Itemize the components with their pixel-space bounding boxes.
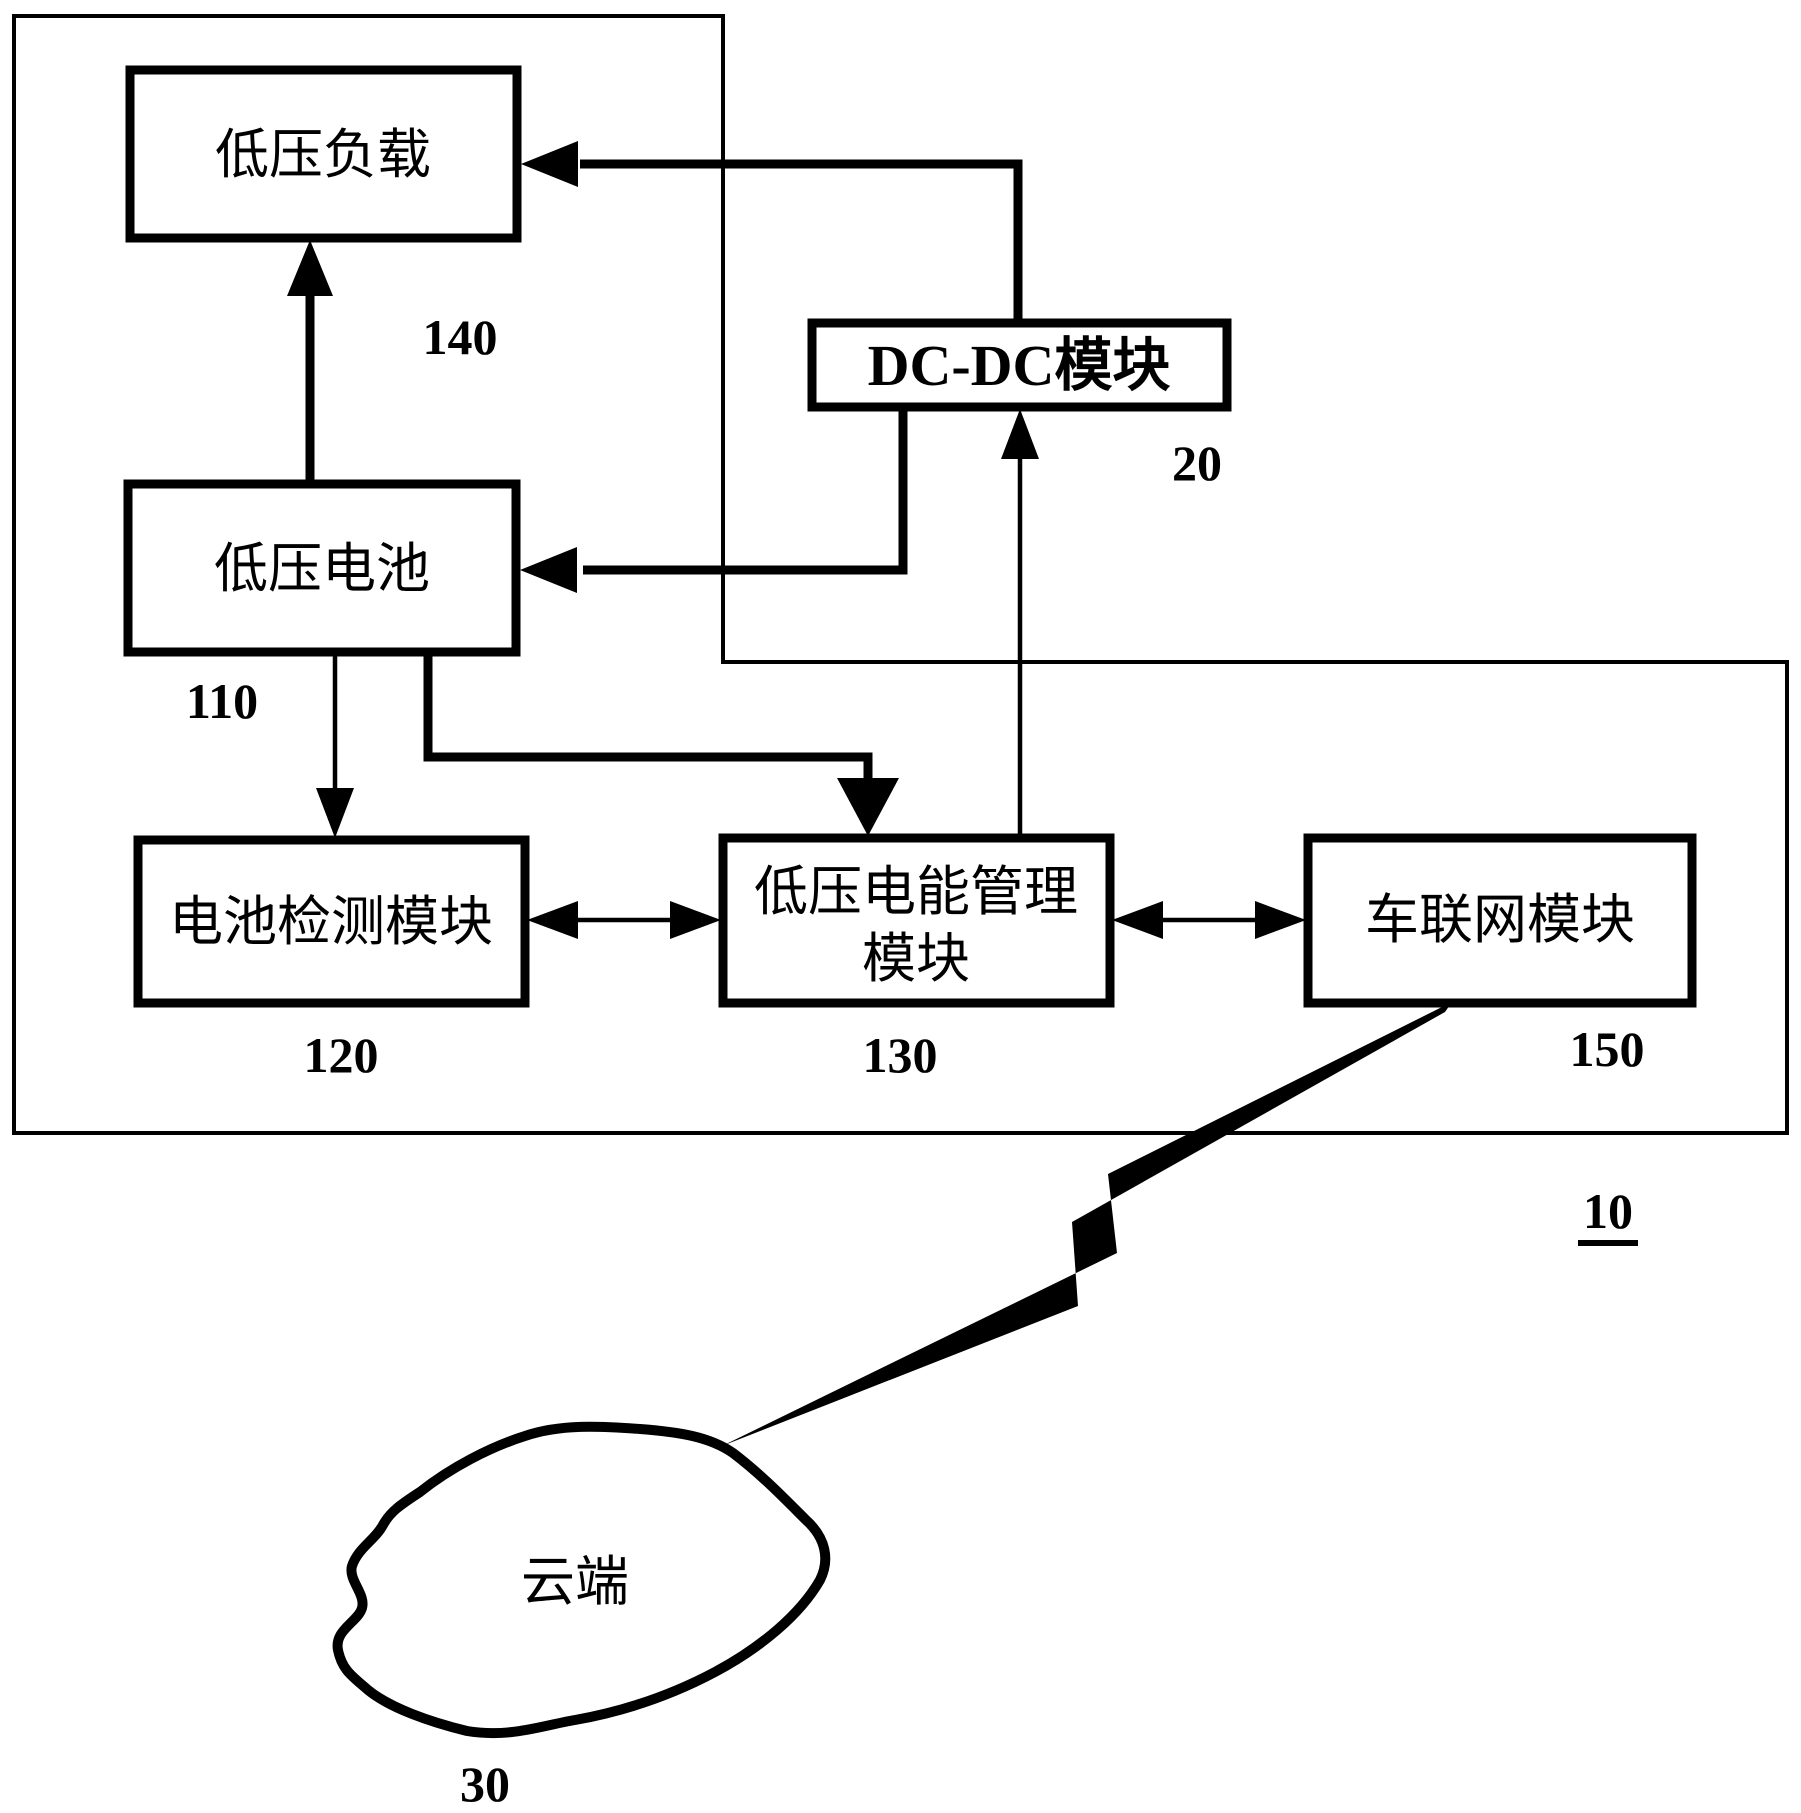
box-battery-detection-module: 电池检测模块	[133, 835, 530, 1008]
cloud-outline	[332, 1421, 831, 1739]
arrow-management-iov-bidirectional	[1112, 901, 1306, 939]
system-boundary-outline	[12, 14, 1789, 1135]
cloud-shape: 云端	[332, 1421, 831, 1739]
arrow-dcdc-to-load	[521, 141, 1023, 323]
management-module-label-line1: 低压电能管理	[754, 862, 1078, 922]
box-iov-module: 车联网模块	[1303, 833, 1697, 1008]
arrow-battery-to-load	[287, 240, 333, 484]
box-low-voltage-battery: 低压电池	[123, 479, 521, 657]
ref-label-30: 30	[460, 1756, 510, 1812]
ref-label-130: 130	[863, 1027, 938, 1083]
arrow-dcdc-to-battery	[520, 407, 908, 593]
ref-label-140: 140	[423, 309, 498, 365]
ref-label-20: 20	[1172, 435, 1222, 491]
ref-label-110: 110	[186, 673, 258, 729]
arrow-battery-to-management	[423, 652, 899, 836]
arrow-management-to-dcdc	[1001, 409, 1039, 838]
wireless-link-bolt-icon	[722, 1002, 1452, 1446]
cloud-label: 云端	[521, 1552, 629, 1612]
box-low-voltage-load: 低压负载	[125, 65, 522, 243]
management-module-label-line2: 模块	[862, 929, 970, 989]
ref-label-10: 10	[1583, 1183, 1633, 1239]
box-dcdc-module: DC-DC模块	[807, 318, 1232, 412]
arrow-detection-management-bidirectional	[527, 901, 721, 939]
arrow-battery-to-detection	[316, 652, 354, 838]
low-voltage-battery-label: 低压电池	[214, 539, 430, 599]
ref-label-120: 120	[304, 1027, 379, 1083]
box-low-voltage-power-management-module: 低压电能管理 模块	[718, 833, 1115, 1008]
iov-module-label: 车联网模块	[1365, 890, 1635, 950]
low-voltage-load-label: 低压负载	[215, 125, 431, 185]
dcdc-module-label: DC-DC模块	[868, 333, 1171, 398]
ref-label-150: 150	[1570, 1021, 1645, 1077]
battery-detection-module-label: 电池检测模块	[169, 892, 493, 952]
